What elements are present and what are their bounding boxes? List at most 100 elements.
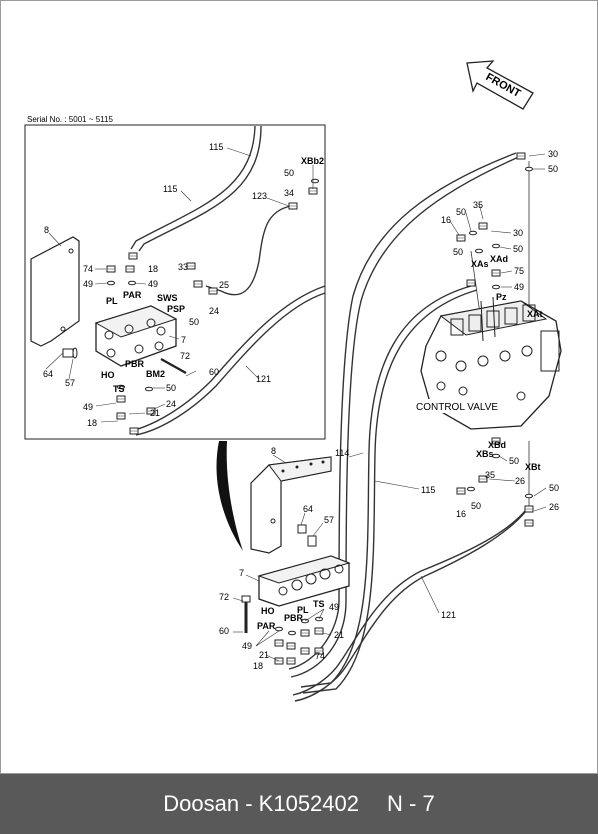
lower-bolt-64 xyxy=(297,524,307,534)
label-pbr: PBR xyxy=(284,613,304,623)
label-par: PAR xyxy=(257,621,276,631)
hydraulic-diagram: FRONT Serial No. : 5001 ~ 5115 xyxy=(24,60,562,702)
label-121: 121 xyxy=(441,610,456,620)
label-50: 50 xyxy=(549,483,559,493)
label-50: 50 xyxy=(548,164,558,174)
label-pl: PL xyxy=(297,605,309,615)
footer-bar: Doosan - K1052402 N - 7 xyxy=(0,774,598,834)
label-49: 49 xyxy=(514,282,524,292)
footer-part-number: Doosan - K1052402 xyxy=(163,791,359,816)
label-57: 57 xyxy=(324,515,334,525)
label-75: 75 xyxy=(514,266,524,276)
main-hoses xyxy=(288,152,530,702)
control-valve: CONTROL VALVE xyxy=(414,296,562,430)
label-49: 49 xyxy=(329,602,339,612)
label-50: 50 xyxy=(471,501,481,511)
label-123: 123 xyxy=(252,191,267,201)
label-16: 16 xyxy=(441,215,451,225)
label-16: 16 xyxy=(456,509,466,519)
label-18: 18 xyxy=(253,661,263,671)
footer-page-number: N - 7 xyxy=(387,791,435,816)
label-18: 18 xyxy=(87,418,97,428)
label-ho: HO xyxy=(101,370,115,380)
label-xat: XAt xyxy=(527,309,543,319)
label-121: 121 xyxy=(256,374,271,384)
label-50: 50 xyxy=(513,244,523,254)
label-xas: XAs xyxy=(471,259,489,269)
serial-number-label: Serial No. : 5001 ~ 5115 xyxy=(27,115,113,124)
label-21: 21 xyxy=(259,650,269,660)
main-labels: 30 50 35 16 50 30 50 50 XAs XAd 75 49 Pz… xyxy=(219,149,559,671)
inset-bracket xyxy=(30,236,80,347)
label-8: 8 xyxy=(271,446,276,456)
inset-bolt-72 xyxy=(160,358,187,374)
label-50: 50 xyxy=(189,317,199,327)
inset-labels: 115 115 123 XBb2 50 34 8 74 18 49 49 33 … xyxy=(43,142,324,428)
label-50: 50 xyxy=(456,207,466,217)
label-ts: TS xyxy=(313,599,325,609)
label-xbt: XBt xyxy=(525,462,541,472)
label-21: 21 xyxy=(150,408,160,418)
label-60: 60 xyxy=(219,626,229,636)
label-49: 49 xyxy=(83,279,93,289)
label-115: 115 xyxy=(163,184,177,194)
label-26: 26 xyxy=(515,476,525,486)
label-35: 35 xyxy=(485,470,495,480)
label-25: 25 xyxy=(219,280,229,290)
front-arrow: FRONT xyxy=(466,60,534,110)
label-72: 72 xyxy=(180,351,190,361)
inset-bolt-64 xyxy=(62,348,74,358)
label-xbs: XBs xyxy=(476,449,494,459)
inset-valve-block xyxy=(94,305,178,367)
label-ho: HO xyxy=(261,606,275,616)
lower-bracket xyxy=(250,456,332,554)
label-49: 49 xyxy=(83,402,93,412)
label-72: 72 xyxy=(219,592,229,602)
label-74: 74 xyxy=(83,264,93,274)
callout-wedge xyxy=(216,441,243,551)
label-50: 50 xyxy=(453,247,463,257)
label-57: 57 xyxy=(65,378,75,388)
label-35: 35 xyxy=(473,200,483,210)
label-115: 115 xyxy=(421,485,435,495)
label-64: 64 xyxy=(303,504,313,514)
label-30: 30 xyxy=(548,149,558,159)
label-pl: PL xyxy=(106,296,118,306)
diagram-frame: FRONT Serial No. : 5001 ~ 5115 xyxy=(0,0,598,774)
label-26: 26 xyxy=(549,502,559,512)
inset-hoses xyxy=(130,125,326,436)
label-24: 24 xyxy=(209,306,219,316)
label-xbb2: XBb2 xyxy=(301,156,324,166)
label-7: 7 xyxy=(181,335,186,345)
label-21: 21 xyxy=(334,630,344,640)
label-8: 8 xyxy=(44,225,49,235)
label-33: 33 xyxy=(178,262,188,272)
lower-bolt-57 xyxy=(307,535,317,547)
label-psp: PSP xyxy=(167,304,185,314)
label-114: 114 xyxy=(335,448,349,458)
label-par: PAR xyxy=(123,290,142,300)
label-49: 49 xyxy=(242,641,252,651)
label-18: 18 xyxy=(148,264,158,274)
label-pbr: PBR xyxy=(125,359,145,369)
control-valve-label: CONTROL VALVE xyxy=(416,402,498,413)
label-115: 115 xyxy=(209,142,223,152)
label-ts: TS xyxy=(113,384,125,394)
label-49: 49 xyxy=(148,279,158,289)
inset-detail: Serial No. : 5001 ~ 5115 xyxy=(24,115,326,440)
label-bm2: BM2 xyxy=(146,369,165,379)
label-7: 7 xyxy=(239,568,244,578)
label-34: 34 xyxy=(284,188,294,198)
label-50: 50 xyxy=(509,456,519,466)
label-50: 50 xyxy=(284,168,294,178)
label-50: 50 xyxy=(166,383,176,393)
label-64: 64 xyxy=(43,369,53,379)
label-xbd: XBd xyxy=(488,440,506,450)
label-xad: XAd xyxy=(490,254,508,264)
label-pz: Pz xyxy=(496,292,507,302)
label-30: 30 xyxy=(513,228,523,238)
label-60: 60 xyxy=(209,367,219,377)
lower-valve-block xyxy=(257,555,351,607)
label-74: 74 xyxy=(315,651,325,661)
label-sws: SWS xyxy=(157,293,178,303)
